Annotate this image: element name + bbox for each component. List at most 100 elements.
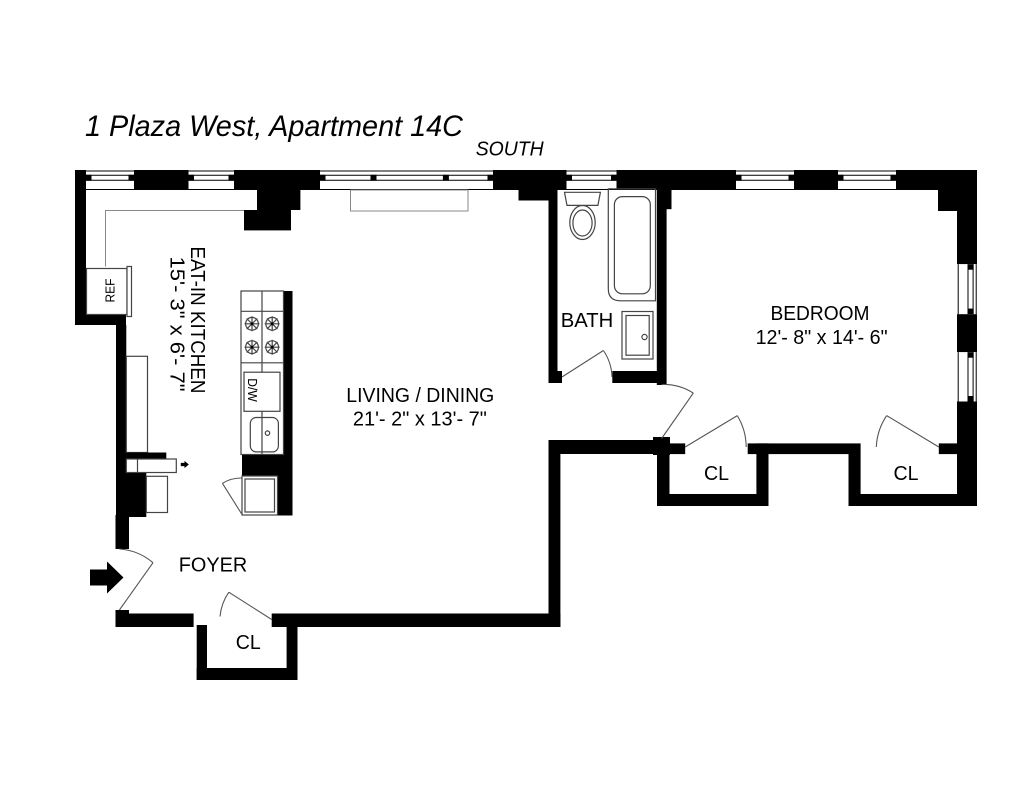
wall-bottom-living [271,613,561,627]
wall-bath-west [548,200,558,371]
toilet-tank [563,191,602,206]
window-bedroom-east-2 [957,352,977,402]
wall-closet2-left [848,443,861,506]
wall-kitchen-divider [283,291,293,455]
toilet-bowl-inner [572,209,593,237]
window-kitchen-2 [188,170,234,190]
window-living [320,170,493,190]
wall-bath-sw-cap [548,371,562,383]
kitchen-door-leaf [221,483,242,514]
wall-bottom-foyer [115,613,194,627]
window-opening [957,264,977,315]
wall-bedroom-south-a [657,443,686,455]
wall-closet1-bottom [657,494,769,506]
kitchen-counter-left [125,355,149,454]
entry-door-leaf [118,562,154,611]
wall-foyer-left-upper [116,325,127,452]
kitchen-sink-drain [264,430,271,436]
wall-closet1-right [756,443,769,506]
kitchen-sink [249,416,280,453]
foyer-closet-door-leaf [228,591,272,620]
window-bedroom-2 [838,170,896,190]
kitchen-pass-arrow-icon [180,460,189,469]
refrigerator-label: REF [104,278,118,302]
kitchen-cabinet-south [241,475,279,516]
wall-bath-nw-pillar [518,190,558,201]
closet2-door-swing [875,415,888,448]
window-cap [228,174,234,181]
window-cap [566,174,572,181]
wall-top-seg-2 [134,170,189,190]
dishwasher [243,371,281,412]
window-mullion [442,174,449,181]
window-bedroom-1 [736,170,794,190]
stove [244,316,280,355]
bedroom-door-swing [661,383,694,394]
refrigerator-door [126,265,133,318]
window-bedroom-east-1 [957,264,977,315]
wall-bath-south [612,371,658,383]
window-cap [788,174,794,181]
window-cap [86,174,92,181]
living-dims: 21'- 2" x 13'- 7" [353,409,487,431]
radiator-enclosure [350,189,469,212]
wall-living-east [548,440,561,627]
closet2-label: CL [894,463,919,485]
wall-top-seg-7 [896,170,977,190]
kitchen-fixtures [85,210,285,516]
dishwasher-label: D/W [245,378,259,402]
bath-door-leaf [561,350,604,378]
labels: 1 Plaza West, Apartment 14C SOUTH EAT-IN… [85,110,919,654]
living-label: LIVING / DINING [346,385,494,407]
window-bath [566,170,617,190]
kitchen-cabinet-south-inner [244,478,276,513]
wall-column-lower [244,210,291,231]
bath-vanity [621,310,654,360]
wall-top-seg-4 [493,170,567,190]
doors [118,350,940,620]
window-cap [967,396,974,402]
bath-door-swing [602,350,613,378]
bedroom-label: BEDROOM [771,303,870,325]
window-cap [890,174,896,181]
bath-vanity-door [625,314,650,356]
wall-closet2-bottom [848,494,977,506]
closet1-label: CL [704,463,729,485]
closet1-door-leaf [684,415,738,448]
wall-foyer-closet-right [286,613,298,680]
bedroom-door-leaf [661,392,694,439]
window-cap [188,174,194,181]
window-kitchen-1 [86,170,134,190]
kitchen-door-swing [222,477,242,484]
entry-door-swing [119,548,154,564]
kitchen-shelf-backsplash [126,452,167,459]
foyer-closet-label: CL [236,632,261,654]
kitchen-label: EAT-IN KITCHEN [186,247,208,394]
bath-vanity-knob [641,333,648,341]
wall-left-outer [75,170,86,314]
entry-arrow-icon [90,561,124,594]
wall-right-seg-1 [957,211,977,265]
window-cap [611,174,617,181]
window-cap [320,174,326,181]
wall-right-seg-2 [957,314,977,353]
windows [86,170,977,402]
wall-right-ne-step [938,190,977,211]
window-cap [838,174,844,181]
wall-bedroom-west [656,209,667,385]
page-title: 1 Plaza West, Apartment 14C [85,110,464,143]
wall-closet1-left [657,443,670,506]
wall-top-seg-5 [616,170,736,190]
compass-label: SOUTH [476,139,545,161]
burner [244,339,260,355]
foyer-closet-door-swing [219,591,230,617]
bath-fixtures [563,188,657,360]
wall-foyer-closet-left [196,625,207,680]
wall-top-seg-6 [794,170,838,190]
wall-hallway-south [548,440,656,454]
window-cap [967,352,974,358]
walls [75,170,977,680]
burner [264,339,280,355]
